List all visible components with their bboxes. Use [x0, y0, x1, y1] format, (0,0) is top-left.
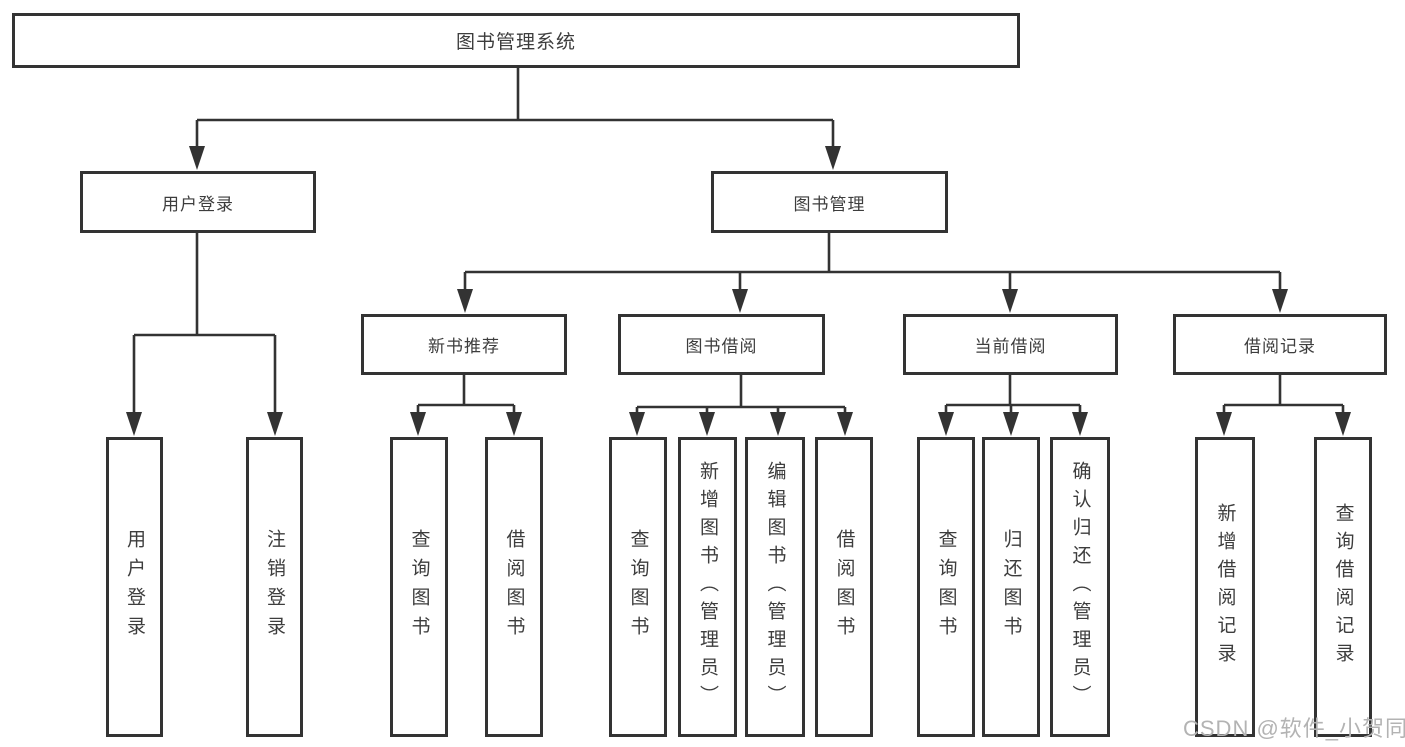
node-user-login-label: 用户登录 — [162, 194, 234, 214]
leaf-edit-book-admin-label: 编辑图书（管理员） — [764, 461, 786, 713]
leaf-confirm-return-admin: 确认归还（管理员） — [1050, 437, 1110, 737]
node-borrow-records-label: 借阅记录 — [1244, 337, 1316, 356]
node-root-label: 图书管理系统 — [455, 32, 576, 53]
leaf-user-login: 用户登录 — [106, 437, 163, 737]
node-new-book-recommend-label: 新书推荐 — [428, 337, 500, 356]
node-user-login: 用户登录 — [80, 171, 316, 233]
leaf-query-books-recommend-label: 查询图书 — [408, 529, 430, 645]
leaf-logout-label: 注销登录 — [264, 529, 285, 645]
node-current-borrow-label: 当前借阅 — [974, 337, 1047, 356]
connector-records-to-leaves — [1222, 375, 1345, 414]
leaf-return-book: 归还图书 — [982, 437, 1040, 737]
leaf-add-book-admin: 新增图书（管理员） — [678, 437, 737, 737]
leaf-borrow-books-recommend-label: 借阅图书 — [503, 529, 525, 645]
leaf-confirm-return-admin-label: 确认归还（管理员） — [1069, 461, 1091, 713]
connector-current-to-leaves — [944, 375, 1082, 414]
leaf-add-borrow-record: 新增借阅记录 — [1195, 437, 1255, 737]
leaf-add-borrow-record-label: 新增借阅记录 — [1214, 503, 1236, 671]
connector-root-to-level2 — [195, 68, 835, 148]
leaf-edit-book-admin: 编辑图书（管理员） — [745, 437, 805, 737]
leaf-borrow-books-label: 借阅图书 — [833, 529, 855, 645]
arrowheads-level2 — [189, 146, 841, 170]
leaf-query-books-recommend: 查询图书 — [390, 437, 448, 737]
arrowheads-level3 — [457, 289, 1288, 313]
leaf-user-login-label: 用户登录 — [124, 529, 145, 645]
leaf-query-books-current-label: 查询图书 — [935, 529, 957, 645]
connector-userlogin-to-leaves — [132, 233, 277, 414]
leaf-logout: 注销登录 — [246, 437, 303, 737]
node-book-borrow: 图书借阅 — [618, 314, 825, 375]
leaf-query-borrow-record-label: 查询借阅记录 — [1332, 503, 1354, 671]
leaf-borrow-books-recommend: 借阅图书 — [485, 437, 543, 737]
node-book-borrow-label: 图书借阅 — [685, 337, 758, 356]
leaf-add-book-admin-label: 新增图书（管理员） — [697, 461, 718, 713]
leaf-query-borrow-record: 查询借阅记录 — [1314, 437, 1372, 737]
node-new-book-recommend: 新书推荐 — [361, 314, 567, 375]
leaf-query-books-borrow-label: 查询图书 — [627, 529, 649, 645]
node-book-management-label: 图书管理 — [793, 194, 866, 214]
node-root: 图书管理系统 — [12, 13, 1020, 68]
leaf-query-books-current: 查询图书 — [917, 437, 975, 737]
leaf-return-book-label: 归还图书 — [1000, 529, 1022, 645]
connector-newbook-to-leaves — [416, 375, 516, 414]
leaf-query-books-borrow: 查询图书 — [609, 437, 667, 737]
node-current-borrow: 当前借阅 — [903, 314, 1118, 375]
arrowheads-leaves — [126, 412, 1351, 436]
leaf-borrow-books: 借阅图书 — [815, 437, 873, 737]
node-borrow-records: 借阅记录 — [1173, 314, 1387, 375]
connector-borrow-to-leaves — [635, 375, 847, 414]
watermark: CSDN @软件_小贺同学 — [1183, 716, 1405, 741]
node-book-management: 图书管理 — [711, 171, 948, 233]
connector-management-to-level3 — [463, 233, 1282, 291]
